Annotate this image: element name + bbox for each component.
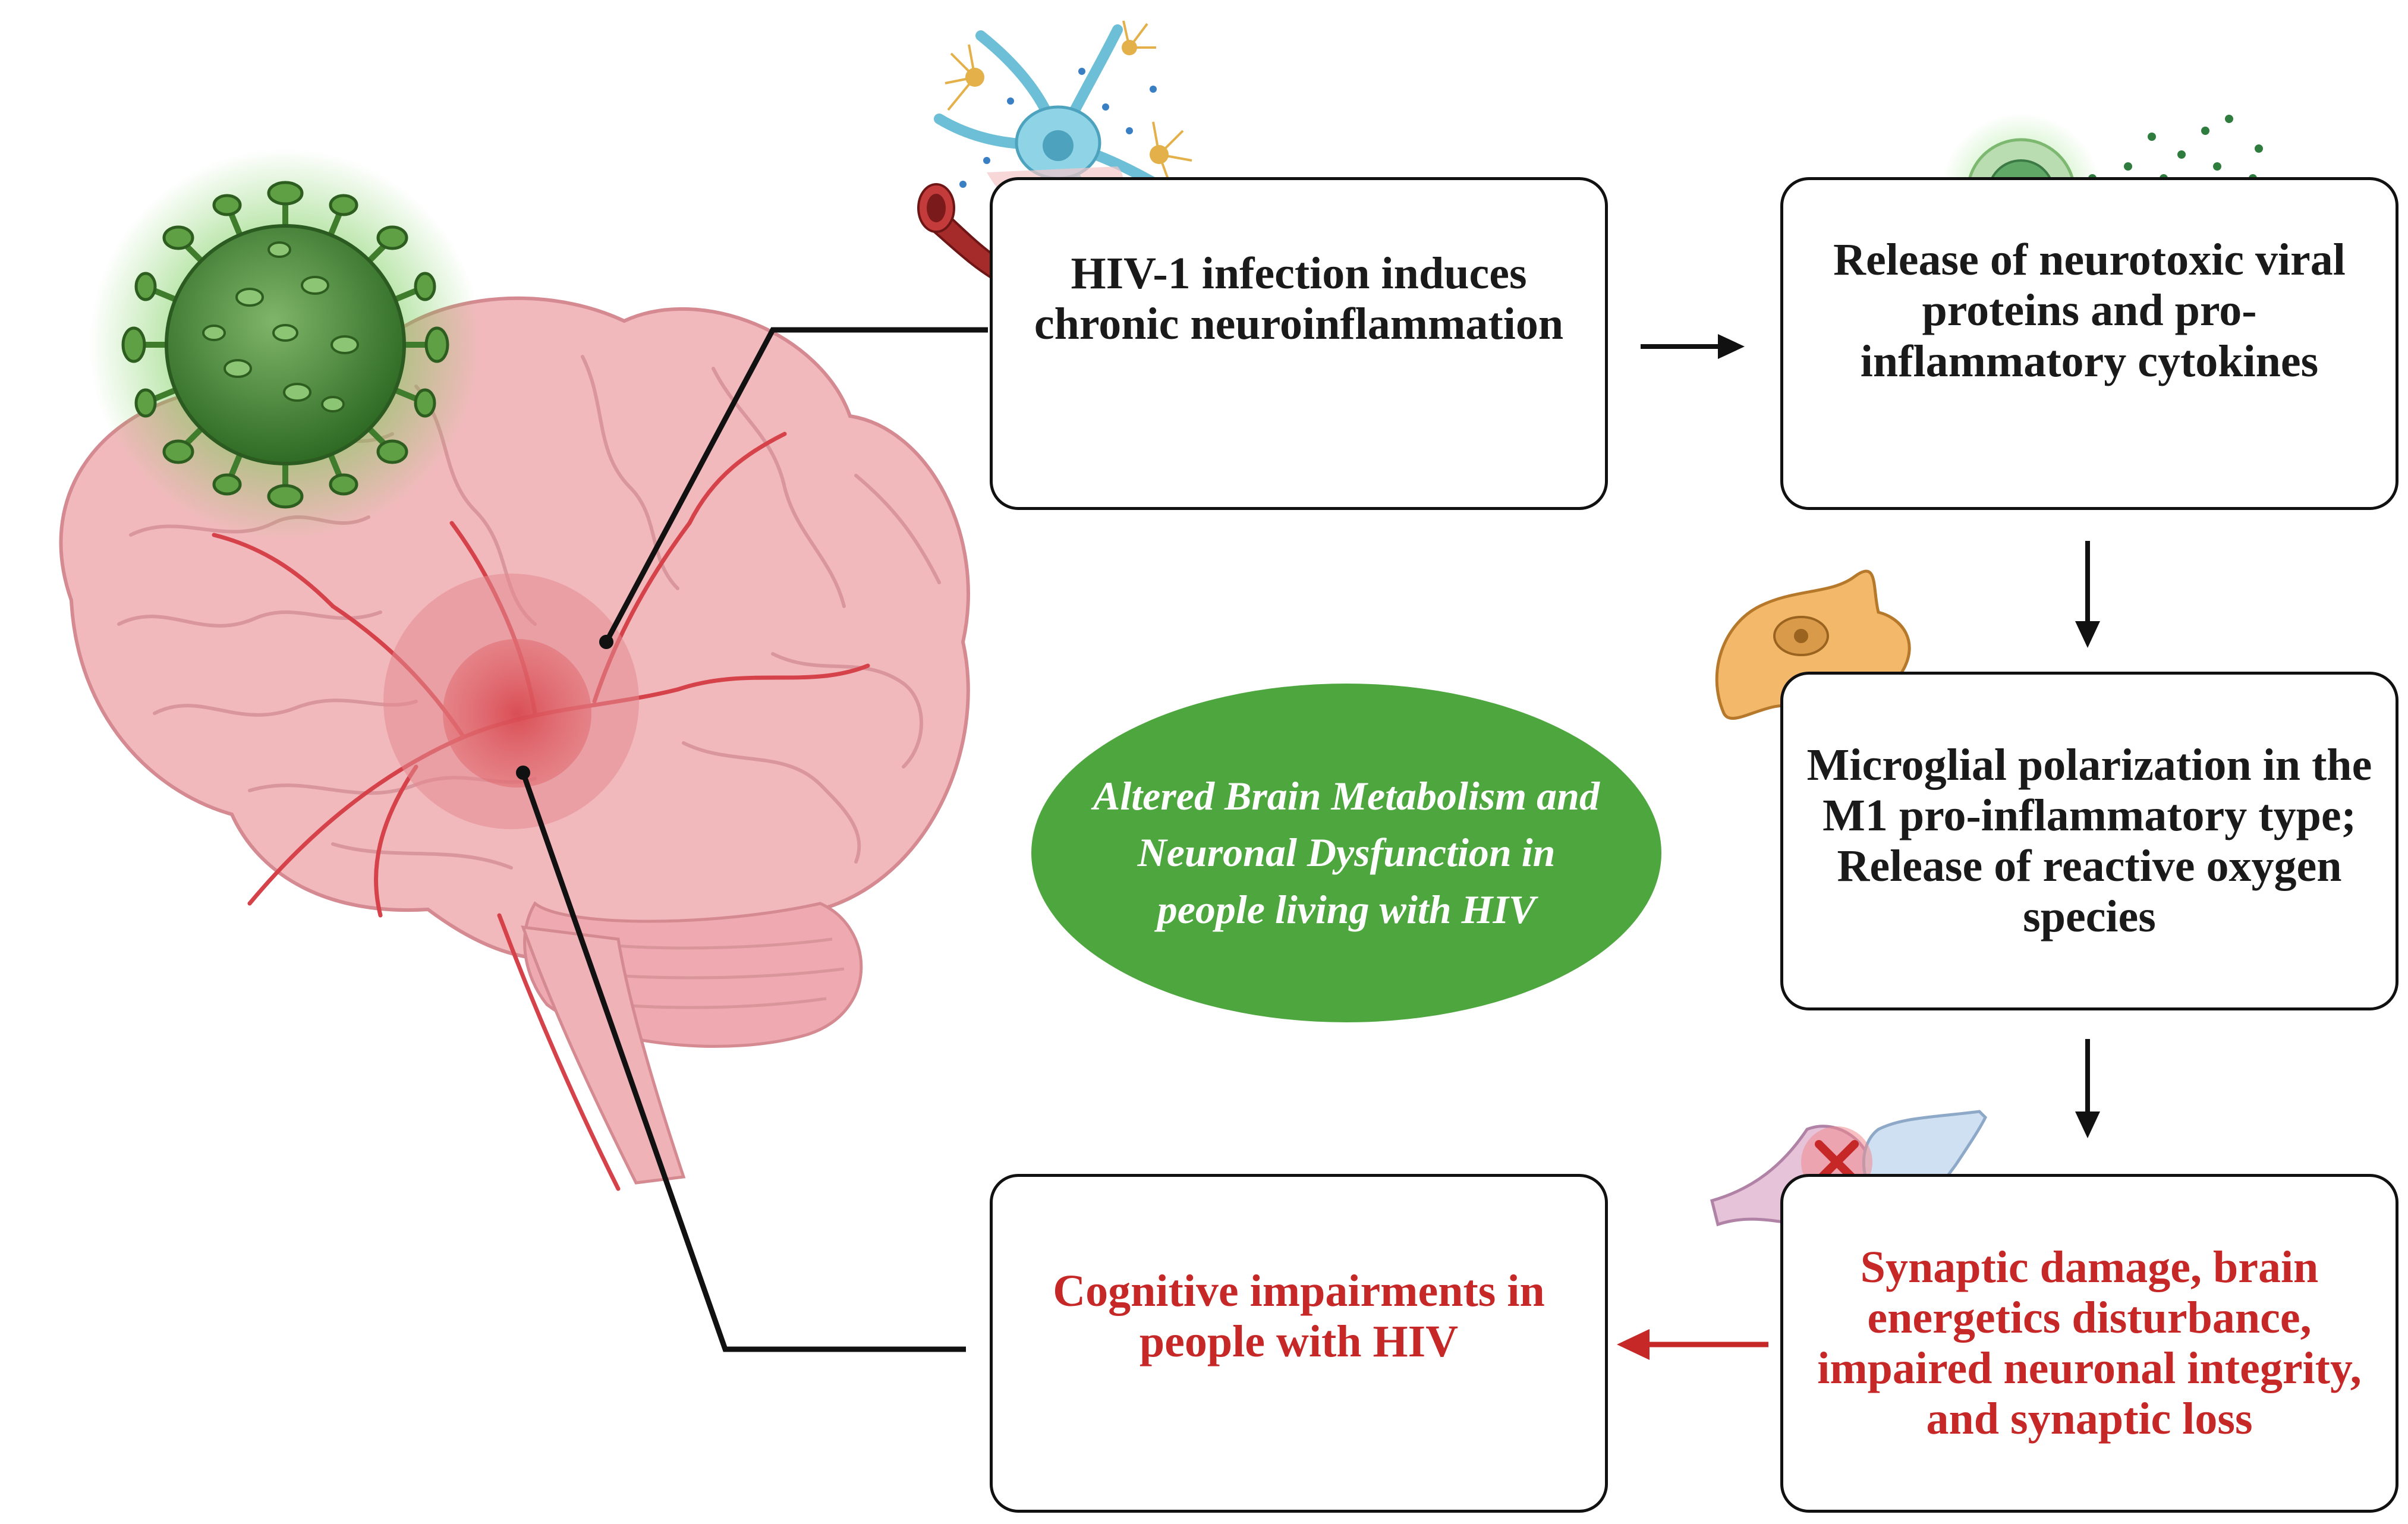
release-proteins-text: Release of neurotoxic viral proteins and… <box>1833 235 2346 386</box>
arrow-left-icon <box>1617 1329 1768 1360</box>
box-microglial-polarization: Microglial polarization in the M1 pro-in… <box>1780 672 2398 1010</box>
box-release-proteins: Release of neurotoxic viral proteins and… <box>1780 177 2398 510</box>
center-oval: Altered Brain Metabolism and Neuronal Dy… <box>1031 684 1661 1022</box>
connector-lines <box>520 327 988 1352</box>
synaptic-damage-text: Synaptic damage, brain energetics distur… <box>1817 1242 2362 1444</box>
center-oval-text: Altered Brain Metabolism and Neuronal Dy… <box>1093 773 1600 932</box>
box-synaptic-damage: Synaptic damage, brain energetics distur… <box>1780 1174 2398 1513</box>
arrow-down-icon <box>2075 541 2100 648</box>
arrow-down-icon <box>2075 1039 2100 1138</box>
microglial-text: Microglial polarization in the M1 pro-in… <box>1806 739 2372 942</box>
box-cognitive-impairments: Cognitive impairments in people with HIV <box>990 1174 1608 1513</box>
virus-icon <box>89 149 481 541</box>
arrow-right-icon <box>1641 334 1745 359</box>
hiv-infection-text: HIV-1 infection induces chronic neuroinf… <box>1034 248 1564 349</box>
cognitive-text: Cognitive impairments in people with HIV <box>1053 1265 1545 1366</box>
box-hiv-infection: HIV-1 infection induces chronic neuroinf… <box>990 177 1608 510</box>
